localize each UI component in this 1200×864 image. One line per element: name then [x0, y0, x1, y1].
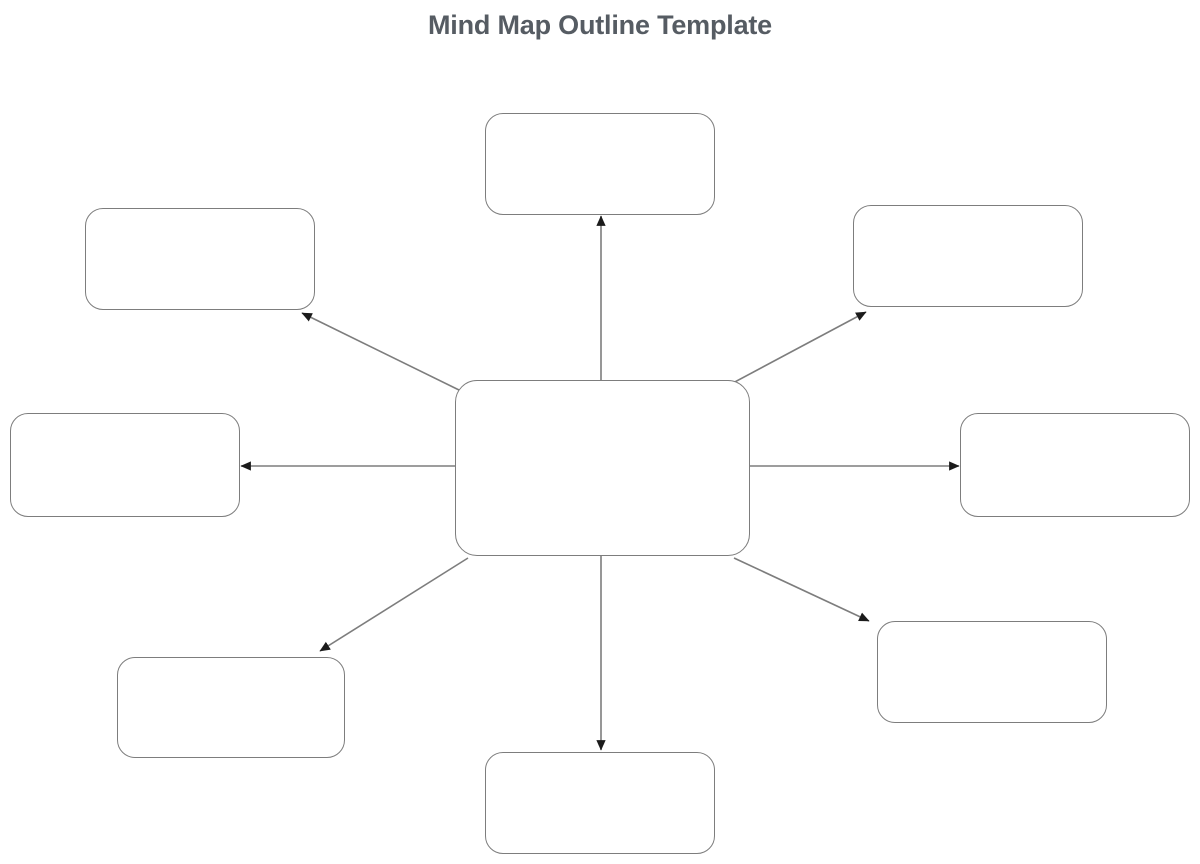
edge-bottom-right	[733, 557, 870, 622]
branch-node-bottom[interactable]	[485, 752, 715, 854]
branch-node-bottom-right[interactable]	[877, 621, 1107, 723]
central-node[interactable]	[455, 380, 750, 556]
edge-bottom-left	[319, 557, 469, 652]
branch-node-top-left[interactable]	[85, 208, 315, 310]
edge-top-left	[301, 312, 460, 391]
branch-node-right[interactable]	[960, 413, 1190, 517]
page-title: Mind Map Outline Template	[427, 10, 772, 40]
branch-node-left[interactable]	[10, 413, 240, 517]
branch-node-top-right[interactable]	[853, 205, 1083, 307]
edge-top-right	[730, 311, 867, 385]
branch-node-bottom-left[interactable]	[117, 657, 345, 758]
branch-node-top[interactable]	[485, 113, 715, 215]
